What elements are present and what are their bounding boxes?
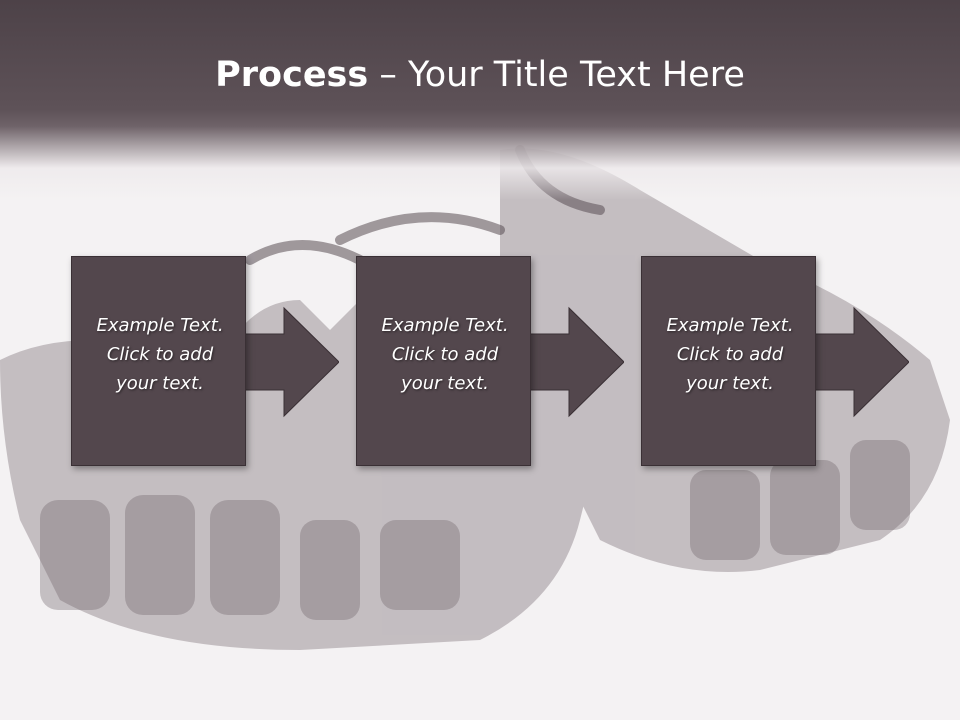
slide-title[interactable]: Process – Your Title Text Here (0, 52, 960, 98)
step-text: Example Text. Click to add your text. (381, 315, 509, 394)
process-step-3[interactable]: Example Text. Click to add your text. (641, 256, 909, 468)
title-rest: – Your Title Text Here (368, 55, 745, 95)
title-strong: Process (215, 55, 369, 95)
step-box[interactable]: Example Text. Click to add your text. (356, 256, 531, 466)
process-step-2[interactable]: Example Text. Click to add your text. (356, 256, 624, 468)
header-band (0, 0, 960, 200)
step-text: Example Text. Click to add your text. (96, 315, 224, 394)
step-text: Example Text. Click to add your text. (666, 315, 794, 394)
step-box[interactable]: Example Text. Click to add your text. (641, 256, 816, 466)
process-step-1[interactable]: Example Text. Click to add your text. (71, 256, 339, 468)
step-box[interactable]: Example Text. Click to add your text. (71, 256, 246, 466)
